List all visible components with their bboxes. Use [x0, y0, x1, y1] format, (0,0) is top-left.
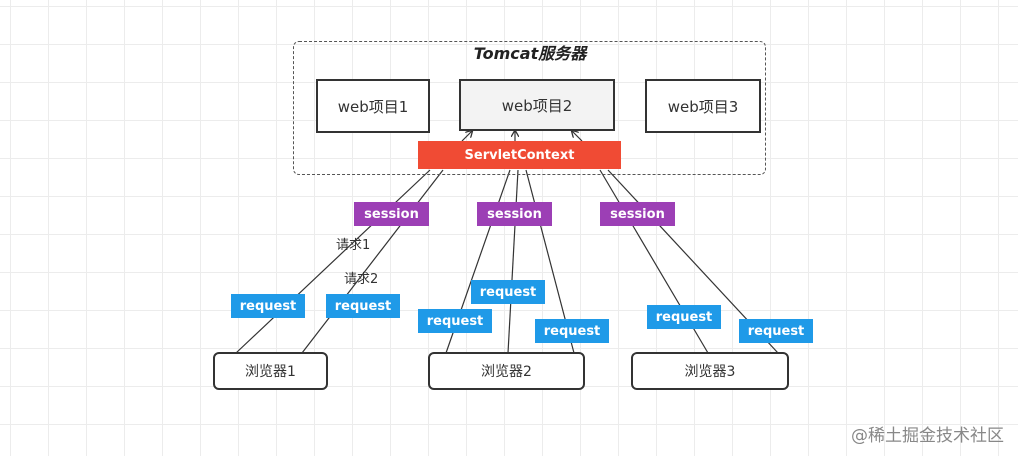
server-title: Tomcat服务器 — [473, 44, 587, 63]
session-badge-1: session — [354, 202, 429, 226]
servlet-context-bar: ServletContext — [418, 141, 621, 169]
tomcat-server-frame — [293, 41, 766, 175]
request-badge-7: request — [739, 319, 813, 343]
connector-b2-b — [507, 169, 519, 354]
webapp-2-box: web项目2 — [459, 79, 615, 131]
ctx-arrow-web1 — [461, 131, 472, 142]
request-badge-6: request — [647, 305, 721, 329]
browser-3-box: 浏览器3 — [631, 352, 789, 390]
request-badge-4: request — [418, 309, 492, 333]
ctx-arrow-web3 — [572, 131, 583, 142]
session-badge-2: session — [477, 202, 552, 226]
connector-b1-a — [235, 169, 431, 354]
request-badge-2: request — [326, 294, 400, 318]
request-label-1: 请求1 — [336, 238, 371, 253]
webapp-3-box: web项目3 — [645, 79, 761, 133]
request-badge-3: request — [471, 280, 545, 304]
watermark-text: @稀土掘金技术社区 — [851, 426, 1004, 446]
browser-1-box: 浏览器1 — [213, 352, 328, 390]
connector-b1-b — [301, 169, 444, 354]
browser-2-box: 浏览器2 — [428, 352, 585, 390]
request-badge-5: request — [535, 319, 609, 343]
request-label-2: 请求2 — [344, 272, 379, 287]
request-badge-1: request — [231, 294, 305, 318]
session-badge-3: session — [600, 202, 675, 226]
webapp-1-box: web项目1 — [316, 79, 430, 133]
